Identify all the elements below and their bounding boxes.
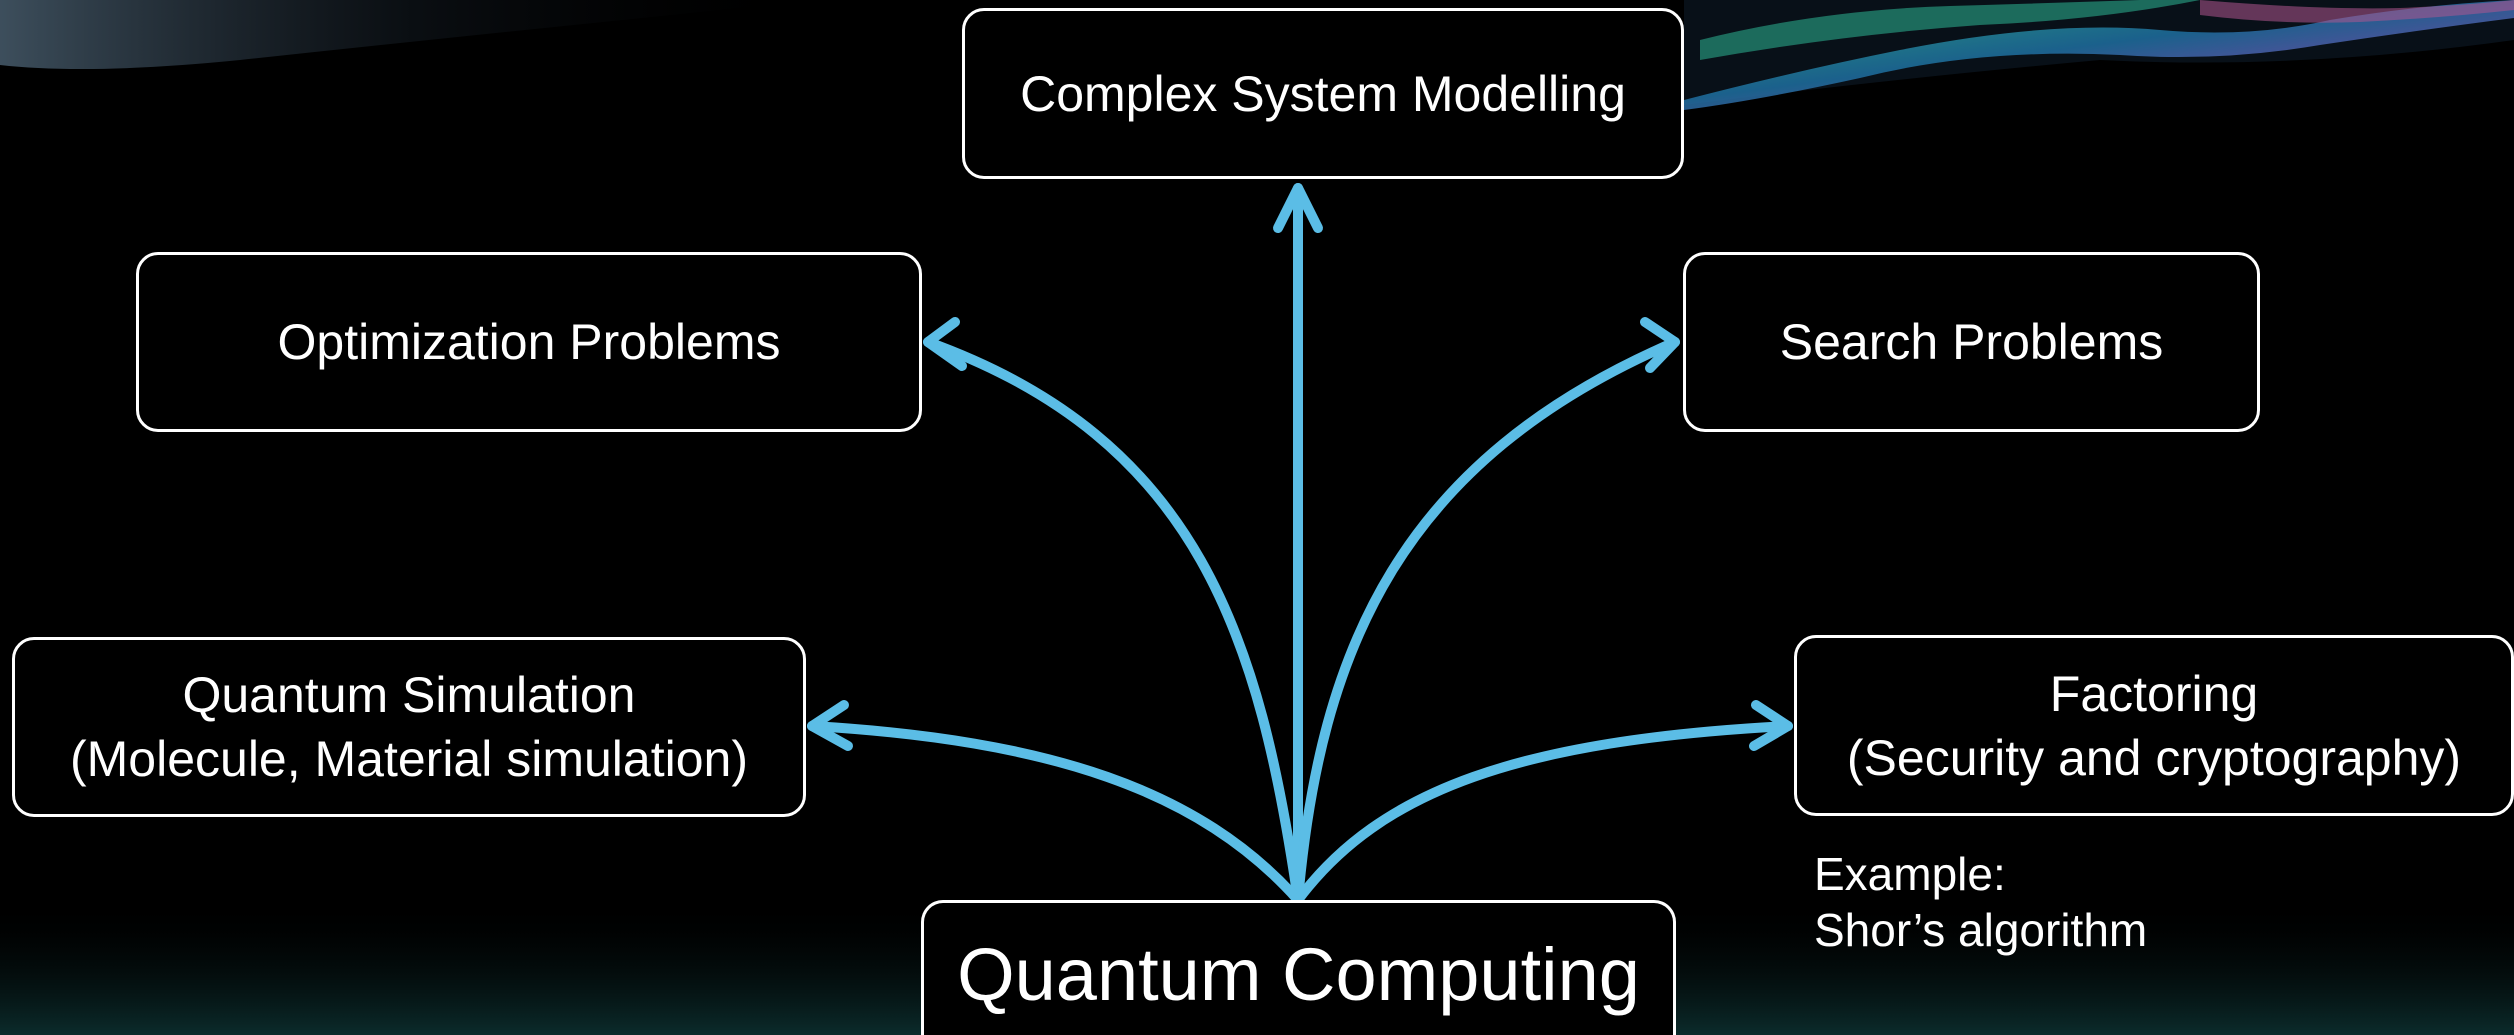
quantum-simulation-label: Quantum Simulation [182, 667, 636, 723]
quantum-computing-label: Quantum Computing [957, 933, 1640, 1016]
arrow-to-search-problems [1293, 317, 1680, 905]
arrow-to-quantum-simulation [807, 700, 1303, 905]
quantum-simulation-box: Quantum Simulation (Molecule, Material s… [12, 637, 806, 817]
complex-system-modelling-box: Complex System Modelling [962, 8, 1684, 179]
example-heading: Example: [1814, 848, 2006, 900]
arrow-to-complex-system-modelling [1273, 183, 1323, 905]
factoring-detail: (Security and cryptography) [1846, 729, 2462, 786]
example-algorithm: Shor’s algorithm [1814, 904, 2148, 956]
arrow-to-factoring [1293, 700, 1793, 905]
optimization-problems-box: Optimization Problems [136, 252, 922, 432]
quantum-simulation-detail: (Molecule, Material simulation) [69, 731, 748, 787]
search-problems-box: Search Problems [1683, 252, 2260, 432]
factoring-box: Factoring (Security and cryptography) [1794, 635, 2514, 816]
complex-system-modelling-label: Complex System Modelling [1020, 65, 1626, 122]
search-problems-label: Search Problems [1779, 314, 2164, 370]
factoring-label: Factoring [2049, 665, 2259, 722]
quantum-computing-box: Quantum Computing [921, 900, 1676, 1035]
arrow-to-optimization-problems [923, 317, 1303, 905]
optimization-problems-label: Optimization Problems [277, 314, 781, 370]
factoring-example-note: Example: Shor’s algorithm [1814, 846, 2147, 958]
